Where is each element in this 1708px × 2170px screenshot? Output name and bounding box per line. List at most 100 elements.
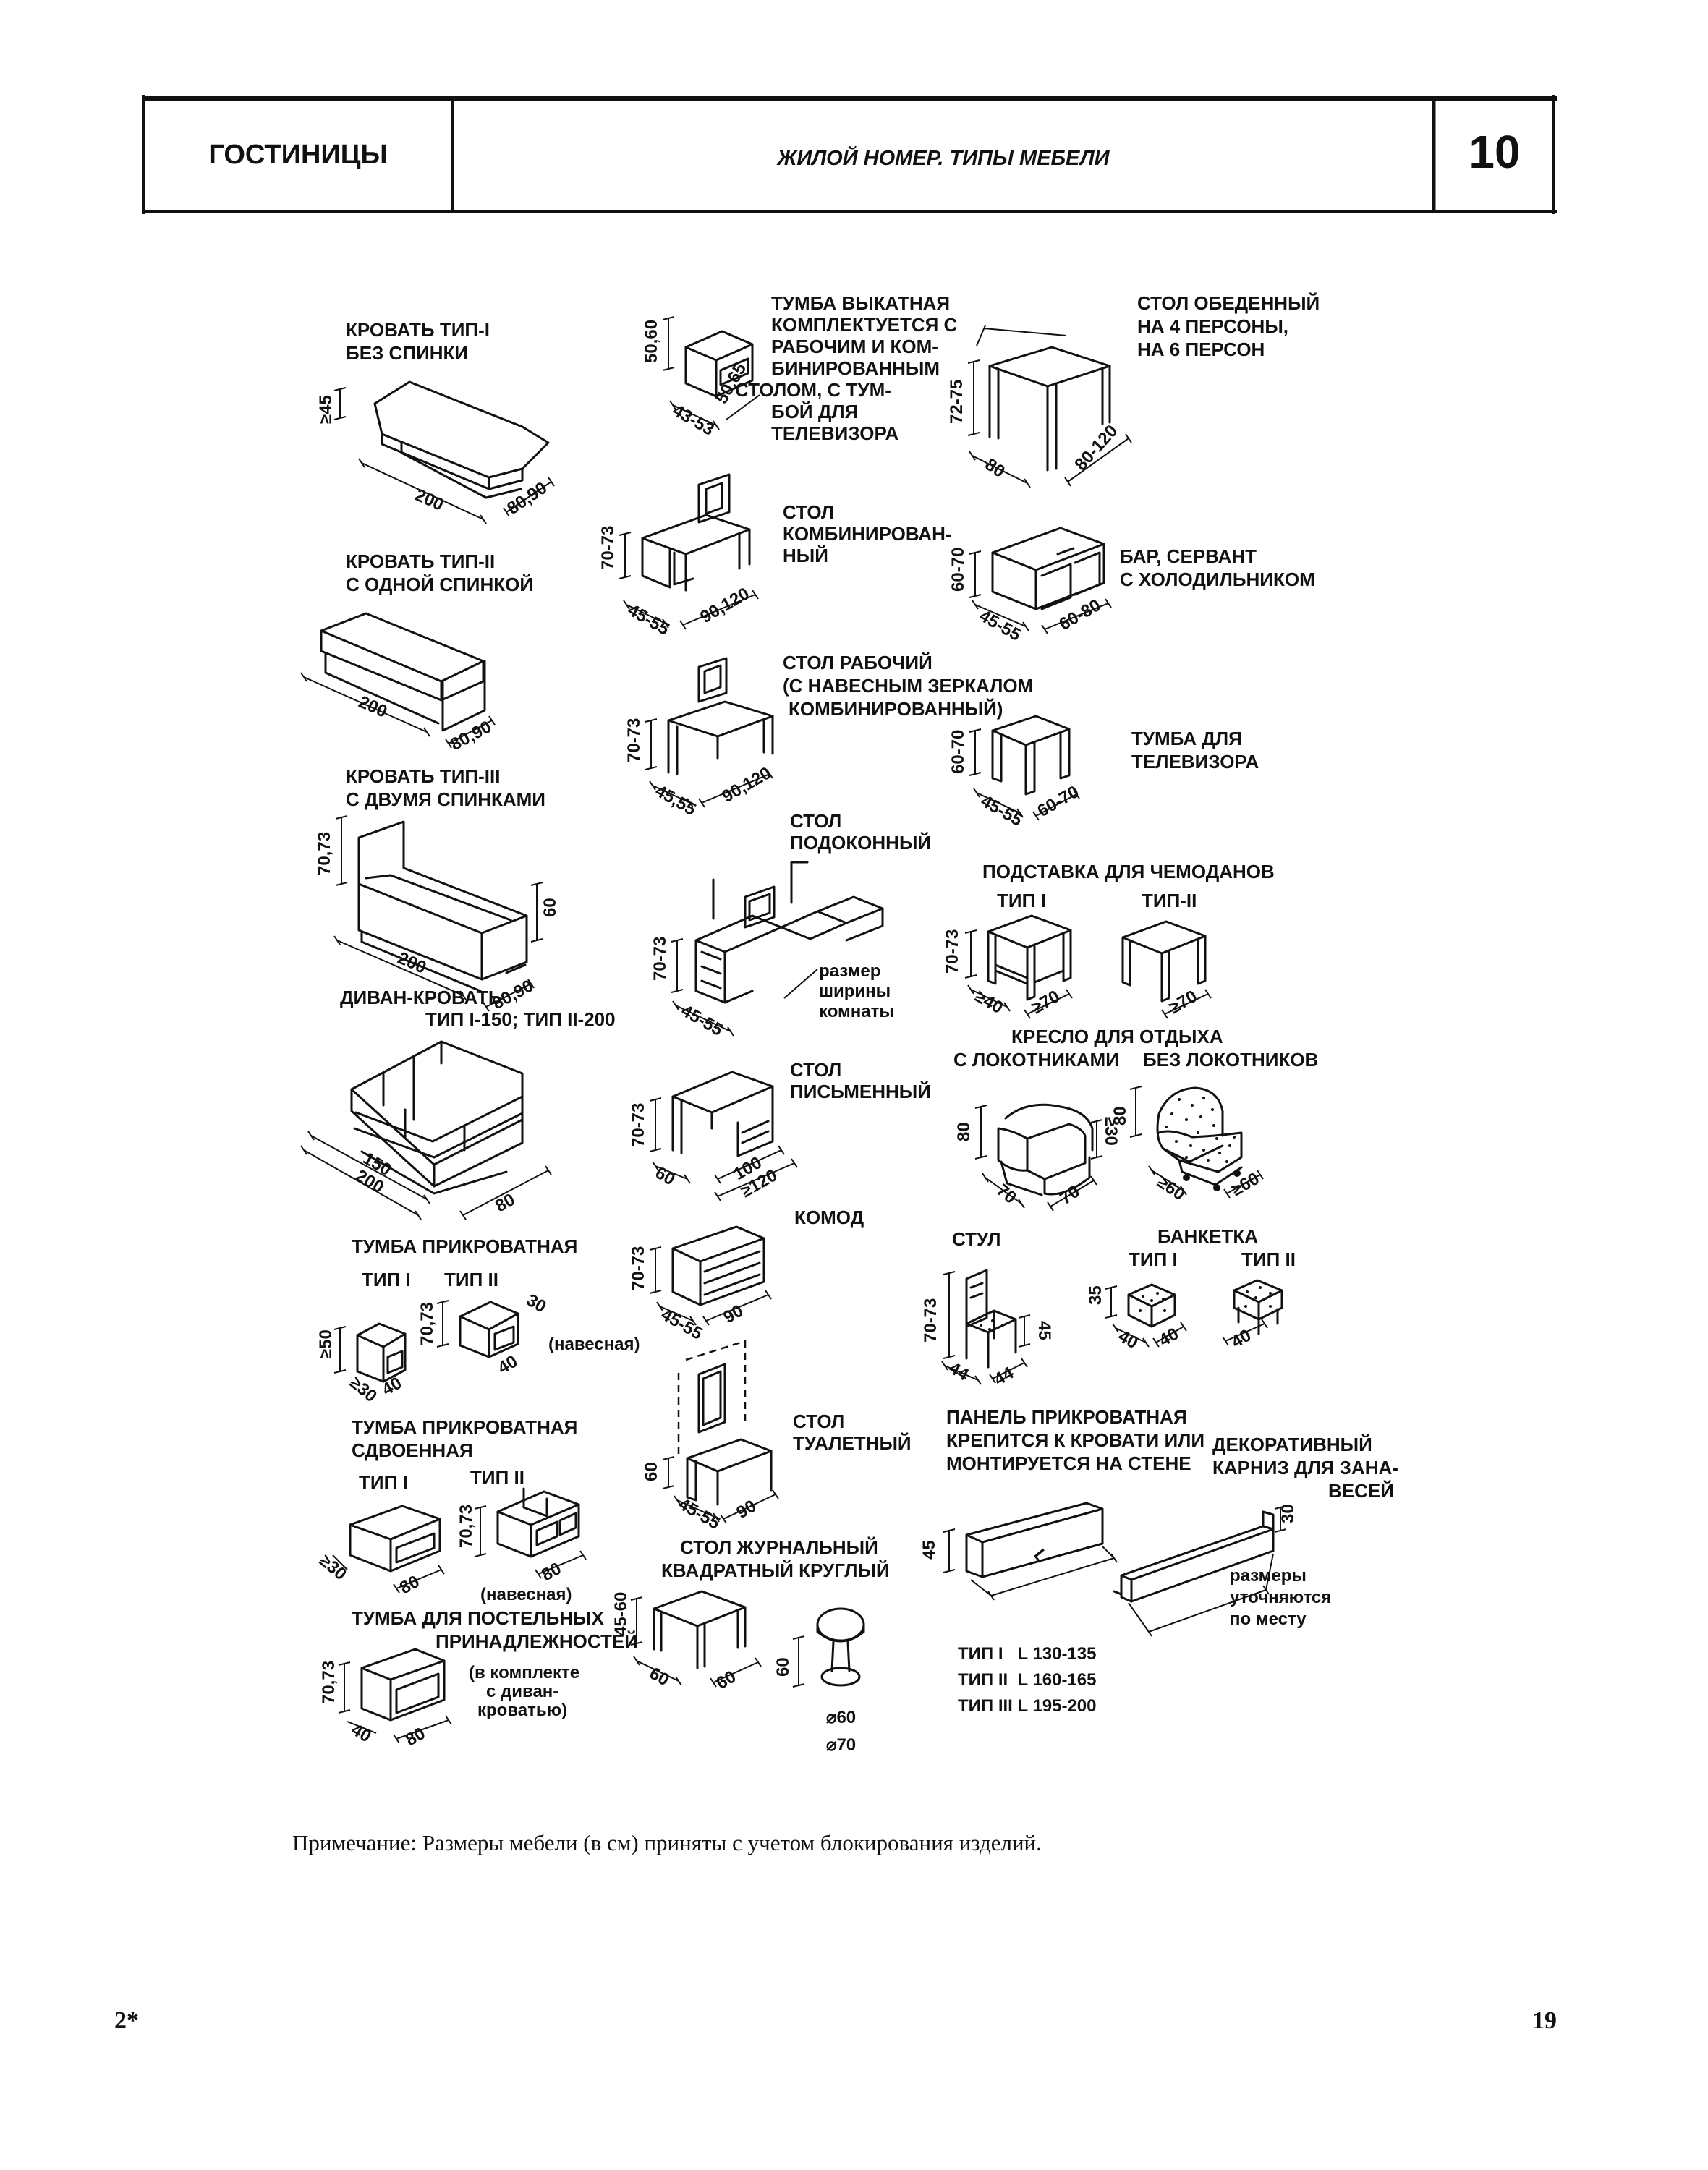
- dim-text: 70-73: [629, 1103, 648, 1147]
- writing-desk-drawing: [649, 1071, 798, 1201]
- dim-text: 80: [396, 1572, 422, 1598]
- combined-table-label: СТОЛ КОМБИНИРОВАН- НЫЙ: [783, 501, 952, 566]
- note-text: (навесная): [480, 1585, 572, 1604]
- dim-text: 70-73: [624, 718, 644, 762]
- dim-text: 72-75: [947, 380, 966, 424]
- label-line: ТЕЛЕВИЗОРА: [771, 422, 898, 444]
- label-line: ПОДСТАВКА ДЛЯ ЧЕМОДАНОВ: [982, 861, 1275, 882]
- label-line: БОЙ ДЛЯ: [771, 401, 858, 422]
- label-line: ПАНЕЛЬ ПРИКРОВАТНАЯ: [946, 1406, 1187, 1428]
- type-label: ТИП II: [1241, 1248, 1296, 1270]
- sofa-bed-label: ДИВАН-КРОВАТЬ ТИП I-150; ТИП II-200: [340, 987, 616, 1030]
- label-line: ТУМБА ДЛЯ ПОСТЕЛЬНЫХ: [352, 1607, 605, 1629]
- note-text: ширины: [819, 982, 891, 1001]
- panel-type-item: ТИП I L 130-135: [958, 1644, 1096, 1664]
- label-line: НА 4 ПЕРСОНЫ,: [1137, 315, 1288, 337]
- label-line: ПОДОКОННЫЙ: [790, 832, 931, 854]
- dim-text: 80: [538, 1559, 564, 1585]
- luggage-stand-drawing: [964, 914, 1212, 1019]
- label-line: ПИСЬМЕННЫЙ: [790, 1081, 931, 1102]
- panel-type-item: ТИП III L 195-200: [958, 1696, 1096, 1716]
- chair-label: СТУЛ: [952, 1228, 1000, 1250]
- bed-type-2-label: КРОВАТЬ ТИП-II С ОДНОЙ СПИНКОЙ: [346, 550, 533, 595]
- label-line: НА 6 ПЕРСОН: [1137, 339, 1265, 360]
- bedside-panel-drawing: [943, 1502, 1118, 1601]
- dim-text: 35: [1086, 1285, 1105, 1305]
- work-table-label: СТОЛ РАБОЧИЙ (С НАВЕСНЫМ ЗЕРКАЛОМ КОМБИН…: [783, 652, 1033, 720]
- dim-text: 70-73: [650, 937, 670, 981]
- dim-text: 70-73: [921, 1298, 940, 1343]
- note-text: размер: [819, 961, 880, 981]
- label-line: КАРНИЗ ДЛЯ ЗАНА-: [1212, 1457, 1398, 1478]
- banquette-type-2-drawing: [1222, 1279, 1283, 1346]
- type-label: ТИП I: [1129, 1248, 1178, 1270]
- dim-text: 80: [982, 455, 1008, 482]
- label-line: ДИВАН-КРОВАТЬ: [340, 987, 502, 1008]
- type-label: С ЛОКОТНИКАМИ: [953, 1049, 1119, 1071]
- label-line: КРОВАТЬ ТИП-III: [346, 765, 500, 787]
- bar-label: БАР, СЕРВАНТ С ХОЛОДИЛЬНИКОМ: [1120, 545, 1315, 590]
- dim-text: 45-55: [624, 600, 673, 639]
- label-line: СТОЛОМ, С ТУМ-: [735, 379, 891, 401]
- footnote: Примечание: Размеры мебели (в см) принят…: [292, 1830, 1042, 1855]
- dim-text: 70,73: [315, 832, 334, 875]
- double-bedside-drawing: [332, 1487, 587, 1594]
- label-line: С ОДНОЙ СПИНКОЙ: [346, 574, 533, 595]
- label-line: БЕЗ СПИНКИ: [346, 342, 468, 364]
- dim-text: 45-55: [678, 1001, 726, 1040]
- type-label: БЕЗ ЛОКОТНИКОВ: [1143, 1049, 1318, 1071]
- label-line: ТЕЛЕВИЗОРА: [1131, 751, 1259, 773]
- label-line: КОМПЛЕКТУЕТСЯ С: [771, 314, 958, 336]
- label-line: СДВОЕННАЯ: [352, 1439, 473, 1461]
- dim-text: 45-55: [976, 606, 1024, 645]
- tv-stand-label: ТУМБА ДЛЯ ТЕЛЕВИЗОРА: [1131, 728, 1259, 773]
- dim-text: 40: [495, 1351, 522, 1378]
- label-line: ТУМБА ВЫКАТНАЯ: [771, 292, 950, 314]
- note-text: (в комплекте: [469, 1663, 579, 1682]
- chest-drawing: [649, 1225, 772, 1326]
- note-text: по месту: [1230, 1609, 1307, 1629]
- label-line: ВЕСЕЙ: [1328, 1480, 1394, 1502]
- dim-text: 80: [954, 1122, 974, 1141]
- page-number: 19: [1532, 2007, 1557, 2034]
- dim-text: 70,73: [319, 1661, 339, 1704]
- armchair-label: КРЕСЛО ДЛЯ ОТДЫХА С ЛОКОТНИКАМИ БЕЗ ЛОКО…: [953, 1026, 1318, 1071]
- dim-text: 60-70: [948, 730, 968, 774]
- label-line: СТОЛ: [790, 810, 841, 832]
- linen-cabinet-drawing: [338, 1648, 452, 1744]
- dim-text: 200: [356, 692, 391, 722]
- panel-type-list: ТИП I L 130-135 ТИП II L 160-165 ТИП III…: [958, 1644, 1096, 1716]
- dim-text: 45,55: [652, 781, 700, 820]
- sofa-bed-drawing: [300, 1040, 552, 1220]
- label-line: ТУМБА ПРИКРОВАТНАЯ: [352, 1235, 577, 1257]
- label-line: НЫЙ: [783, 545, 828, 566]
- dim-text: 60-70: [1034, 782, 1083, 821]
- dim-text: 80: [1110, 1106, 1130, 1126]
- dim-text: 45: [919, 1540, 939, 1560]
- armchair-with-arms-drawing: [974, 1103, 1103, 1212]
- label-line: С ДВУМЯ СПИНКАМИ: [346, 788, 545, 810]
- page-mark-left: 2*: [114, 2007, 139, 2034]
- label-line: МОНТИРУЕТСЯ НА СТЕНЕ: [946, 1452, 1191, 1474]
- page-title: ЖИЛОЙ НОМЕР. ТИПЫ МЕБЕЛИ: [776, 145, 1110, 170]
- label-line: ТУМБА ДЛЯ: [1131, 728, 1242, 749]
- label-line: СТОЛ ЖУРНАЛЬНЫЙ: [680, 1536, 878, 1558]
- dim-text: 90: [734, 1496, 760, 1523]
- dim-text: 50,60: [642, 320, 661, 363]
- bed-type-1-drawing: [333, 380, 555, 524]
- dim-text: 60: [713, 1667, 740, 1693]
- luggage-stand-label: ПОДСТАВКА ДЛЯ ЧЕМОДАНОВ ТИП I ТИП-II: [982, 861, 1275, 911]
- dim-text: ≥40: [972, 987, 1006, 1018]
- label-line: СТОЛ: [793, 1410, 844, 1432]
- sheet-number: 10: [1469, 126, 1520, 178]
- dim-text: 44: [946, 1358, 972, 1385]
- header-frame: [142, 95, 1557, 214]
- dim-text: 40: [1156, 1324, 1183, 1350]
- label-line: РАБОЧИМ И КОМ-: [771, 336, 938, 357]
- label-line: СТОЛ: [790, 1059, 841, 1081]
- dim-text: 40: [1115, 1327, 1142, 1353]
- dim-text: 45: [1034, 1321, 1054, 1340]
- dim-text: ≥30: [1101, 1117, 1121, 1146]
- label-line: КОМБИНИРОВАННЫЙ): [789, 698, 1003, 720]
- type-label: ТИП-II: [1142, 890, 1197, 911]
